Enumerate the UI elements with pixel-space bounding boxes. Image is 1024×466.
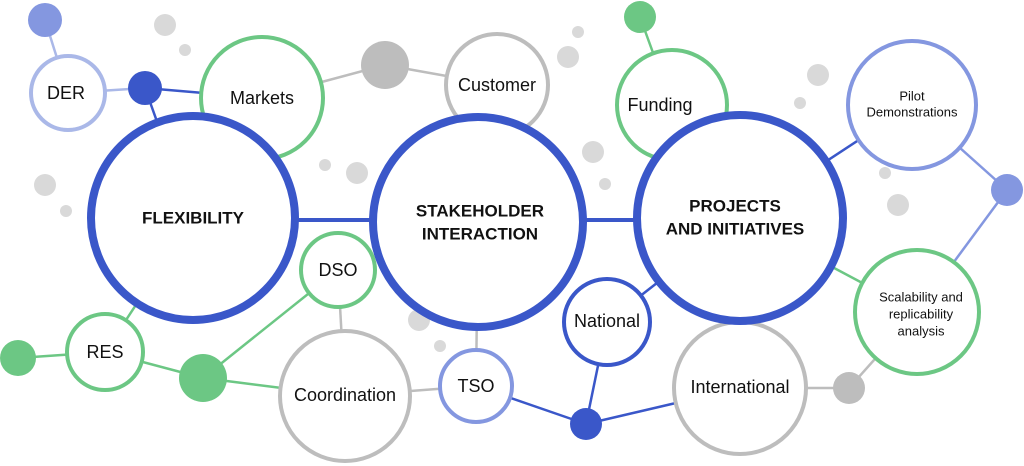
- node-pilot-demonstrations: Pilot Demonstrations: [846, 39, 978, 171]
- svg-text:Customer: Customer: [458, 75, 536, 95]
- svg-text:Pilot: Pilot: [899, 88, 925, 103]
- node-stakeholder-interaction: STAKEHOLDER INTERACTION: [369, 113, 587, 331]
- svg-text:Demonstrations: Demonstrations: [866, 104, 958, 119]
- node-international: International: [672, 320, 808, 456]
- node-flexibility: FLEXIBILITY: [87, 112, 299, 324]
- node-dso: DSO: [299, 231, 377, 309]
- svg-text:STAKEHOLDER: STAKEHOLDER: [416, 201, 544, 220]
- node-coordination: Coordination: [278, 329, 412, 463]
- node-dot: [361, 41, 409, 89]
- svg-text:AND INITIATIVES: AND INITIATIVES: [666, 219, 805, 238]
- node-dot: [128, 71, 162, 105]
- svg-text:DSO: DSO: [318, 260, 357, 280]
- node-national: National: [562, 277, 652, 367]
- svg-text:Funding: Funding: [627, 95, 692, 115]
- svg-text:TSO: TSO: [457, 376, 494, 396]
- svg-text:RES: RES: [86, 342, 123, 362]
- svg-text:Scalability and: Scalability and: [879, 289, 963, 304]
- decorative-dots: [34, 14, 909, 352]
- svg-text:analysis: analysis: [898, 323, 945, 338]
- node-scalability: Scalability and replicability analysis: [853, 248, 981, 376]
- node-dot: [0, 340, 36, 376]
- svg-text:Coordination: Coordination: [294, 385, 396, 405]
- svg-text:DER: DER: [47, 83, 85, 103]
- svg-text:FLEXIBILITY: FLEXIBILITY: [142, 208, 245, 227]
- node-dot: [624, 1, 656, 33]
- node-dot: [991, 174, 1023, 206]
- node-dot: [28, 3, 62, 37]
- node-der: DER: [29, 54, 107, 132]
- svg-text:PROJECTS: PROJECTS: [689, 196, 781, 215]
- svg-text:International: International: [690, 377, 789, 397]
- svg-text:National: National: [574, 311, 640, 331]
- node-dot: [570, 408, 602, 440]
- svg-text:replicability: replicability: [889, 306, 954, 321]
- node-dot: [179, 354, 227, 402]
- node-dot: [833, 372, 865, 404]
- node-projects-initiatives: PROJECTS AND INITIATIVES: [633, 111, 847, 325]
- node-res: RES: [65, 312, 145, 392]
- svg-text:Markets: Markets: [230, 88, 294, 108]
- svg-text:INTERACTION: INTERACTION: [422, 224, 538, 243]
- node-tso: TSO: [438, 348, 514, 424]
